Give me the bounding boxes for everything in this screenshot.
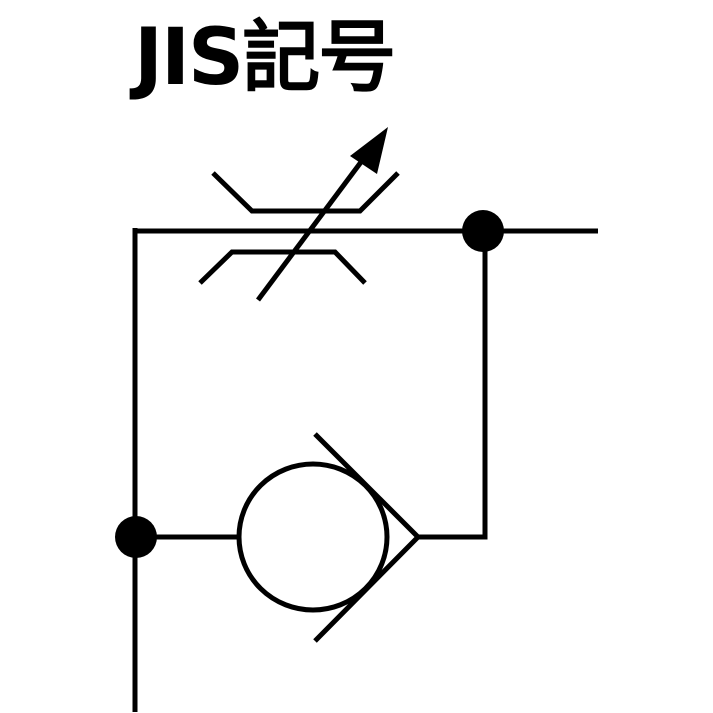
title-jis-symbol: JIS記号	[134, 13, 396, 103]
junction-dot-bottom-left	[115, 516, 157, 558]
junction-dot-top-right	[462, 210, 504, 252]
right-vertical-line	[418, 231, 488, 540]
arrow-head-icon	[350, 127, 388, 174]
variable-throttle-valve	[198, 148, 400, 302]
check-valve	[236, 432, 422, 643]
